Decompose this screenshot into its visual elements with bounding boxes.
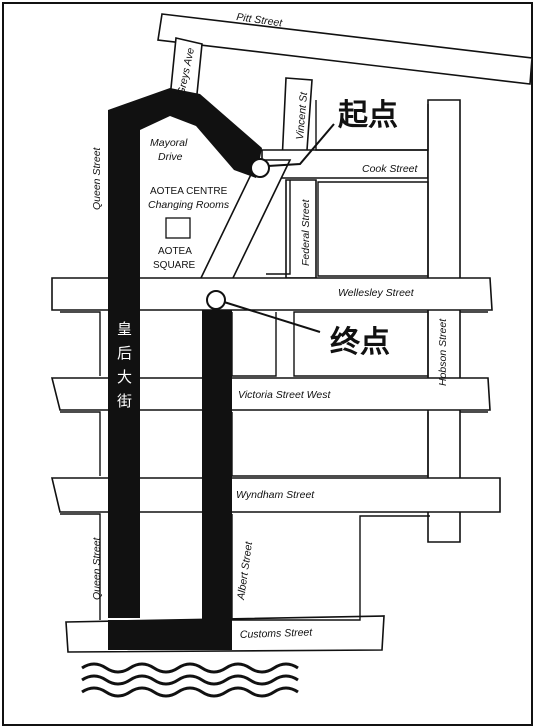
start-marker xyxy=(250,158,270,178)
aotea-square-label-line2: SQUARE xyxy=(153,260,196,271)
wyndham-street xyxy=(50,477,501,513)
hobson-street-label: Hobson Street xyxy=(437,318,449,386)
route-customs-street xyxy=(108,620,232,650)
diagonal-road xyxy=(198,159,292,281)
queen-street-label-top: Queen Street xyxy=(91,146,103,210)
vincent-st-label: Vincent St xyxy=(294,91,310,141)
customs-street-label: Customs Street xyxy=(240,626,314,641)
route-label-char-4: 街 xyxy=(117,392,132,410)
federal-street-label: Federal Street xyxy=(300,198,312,266)
route-mayoral-drive xyxy=(108,88,262,178)
aotea-square-box xyxy=(165,217,191,239)
route-label-char-2: 后 xyxy=(117,344,132,362)
mayoral-label-line2: Drive xyxy=(158,151,183,163)
queen-street-label-bottom: Queen Street xyxy=(91,536,103,600)
water-waves xyxy=(81,662,299,698)
route-label-char-1: 皇 xyxy=(117,320,132,338)
victoria-street-west xyxy=(50,377,491,411)
albert-street-label: Albert Street xyxy=(235,540,255,602)
victoria-street-label: Victoria Street West xyxy=(238,389,331,401)
mayoral-label-line1: Mayoral xyxy=(150,137,188,149)
wellesley-street-label: Wellesley Street xyxy=(338,287,415,299)
route-albert-street xyxy=(202,310,232,650)
wyndham-street-label: Wyndham Street xyxy=(236,489,315,501)
start-label: 起点 xyxy=(338,98,398,133)
route-queen-street xyxy=(108,114,140,618)
route-label-char-3: 大 xyxy=(117,368,132,386)
finish-marker xyxy=(206,290,226,310)
aotea-square-label-line1: AOTEA xyxy=(158,246,192,257)
cook-street-label: Cook Street xyxy=(362,163,419,175)
wellesley-street xyxy=(51,277,493,311)
finish-pointer-line xyxy=(223,301,321,333)
aotea-centre-label: AOTEA CENTRE xyxy=(150,186,228,197)
finish-label: 终点 xyxy=(330,325,390,360)
pitt-street xyxy=(157,13,533,85)
changing-rooms-label: Changing Rooms xyxy=(148,199,230,211)
start-pointer-line xyxy=(267,123,335,167)
